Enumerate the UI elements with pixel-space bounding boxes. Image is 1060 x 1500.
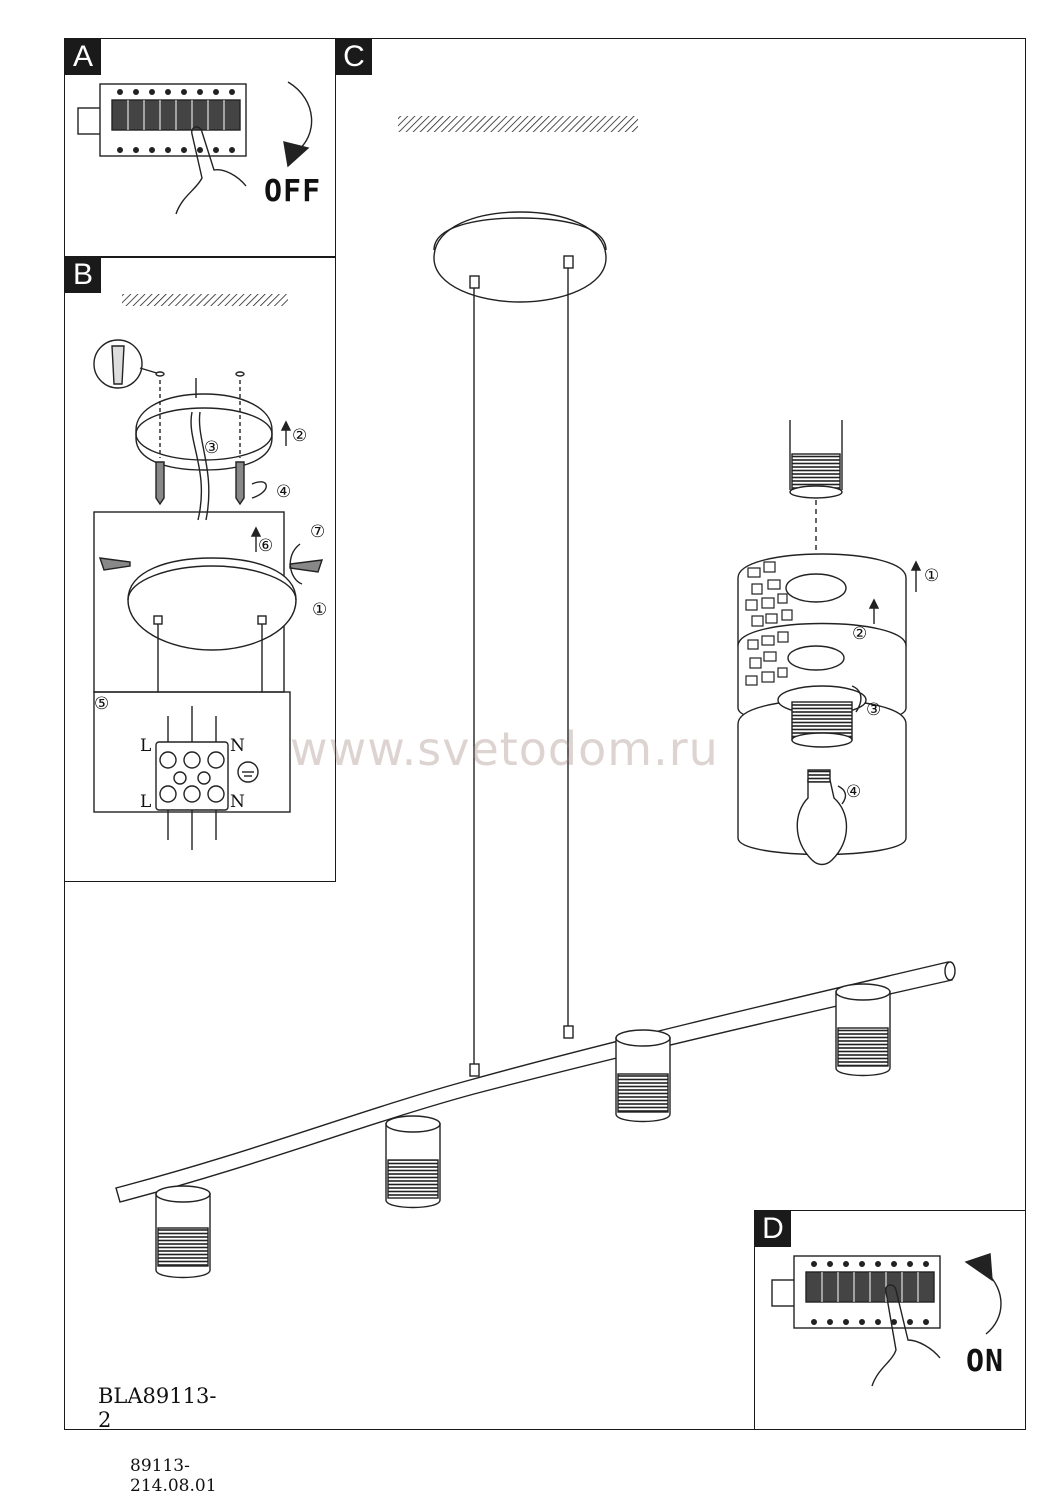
spot-lights [155,983,891,1279]
panel-b-label: B [65,257,101,293]
screw-icon [235,461,245,506]
spot-light [155,1185,211,1279]
panel-d-frame [754,1210,1026,1430]
panel-a-frame [64,38,336,258]
off-label: OFF [264,174,322,209]
pendant-illustration [115,116,956,1203]
terminal-l-bottom: L [140,792,152,812]
side-screw-icon [98,557,131,571]
hand-icon [175,126,247,215]
breaker-modules [127,100,225,130]
document-number: 89113-214.08.01 [130,1456,217,1496]
step-6-b: ⑥ [258,536,274,556]
step-1-b: ① [312,600,328,620]
terminal-n-bottom: N [230,792,245,812]
side-screw-icon [289,559,324,573]
ceiling-hatch [398,116,638,132]
spot-light [615,1029,671,1123]
step-4-c: ④ [846,782,862,802]
step-3-b: ③ [204,438,220,458]
panel-d-label: D [755,1211,791,1247]
bulb-icon [796,779,848,866]
spot-light [385,1115,441,1209]
arrow-up-icon [964,1253,993,1282]
shade-pattern [745,561,793,627]
hand-icon [871,1284,941,1387]
breaker-off-illustration [77,81,313,215]
curved-light-bar [115,961,953,1203]
step-2-c: ② [852,624,868,644]
mounting-illustration [93,294,324,850]
panel-a-label: A [65,39,101,75]
step-2-b: ② [292,426,308,446]
step-7-b: ⑦ [310,522,326,542]
panel-c-label: C [336,39,372,75]
screw-icon [155,461,165,506]
model-number: BLA89113-2 [98,1384,217,1432]
terminal-n-top: N [230,736,245,756]
on-label: ON [966,1344,1005,1379]
shade-exploded-view [737,420,922,866]
terminal-l-top: L [140,736,152,756]
arrow-down-icon [283,141,310,168]
step-4-b: ④ [276,482,292,502]
step-1-c: ① [924,566,940,586]
spot-light [835,983,891,1077]
step-3-c: ③ [866,700,882,720]
breaker-on-illustration [771,1253,1002,1387]
ceiling-hatch [122,294,288,306]
panel-b-frame [64,256,336,882]
watermark: www.svetodom.ru [290,722,719,776]
step-5-b: ⑤ [94,694,110,714]
